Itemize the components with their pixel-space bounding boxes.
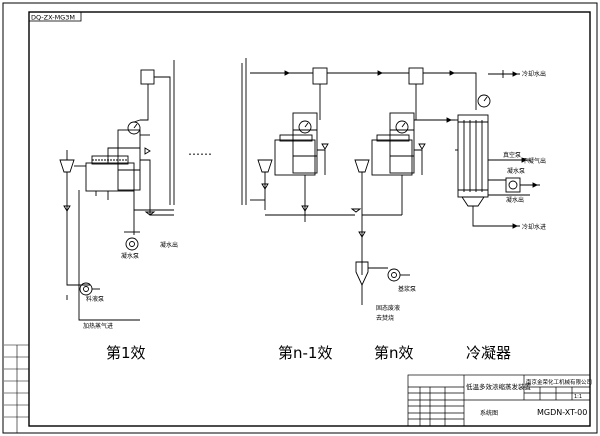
title-block-company: 南京金荣化工机械有限公司: [526, 378, 592, 386]
section-effect-n: 第n效: [374, 344, 414, 362]
inner-frame: [28, 11, 591, 427]
label-condensate-pump-right: 凝水泵: [507, 167, 525, 175]
section-effect-n-minus-1: 第n-1效: [278, 344, 332, 362]
label-condensate-pump-left: 凝水泵: [121, 252, 139, 260]
label-concentrate-out-2: 去焚烧: [376, 314, 394, 322]
label-noncondensable-out: 不凝气出: [522, 157, 546, 165]
label-feed-pump: 料液泵: [86, 295, 104, 303]
vapor-header: [241, 58, 477, 205]
section-effect-1: 第1效: [106, 344, 146, 362]
revision-strip: [4, 344, 29, 433]
title-block: [407, 374, 591, 427]
label-heating-steam-in: 加热蒸气进: [83, 322, 113, 330]
effect-n-unit: [350, 112, 455, 305]
title-block-title: 低温多效浓缩蒸发装置: [466, 382, 532, 391]
title-block-scale: 1:1: [574, 394, 582, 400]
effect-n-minus-1-unit: [250, 112, 355, 222]
ellipsis-between-effects: ……: [188, 144, 212, 158]
label-vacuum-pump: 真空泵: [503, 151, 521, 159]
label-concentrate-out-1: 固态废液: [376, 304, 400, 312]
label-concentrate-pump: 基浆泵: [398, 285, 416, 293]
title-block-drawing-number: MGDN-XT-00: [537, 408, 587, 417]
label-cooling-water-out: 冷却水出: [522, 70, 546, 78]
title-block-drawing-name: 系统图: [480, 409, 498, 417]
section-condenser: 冷凝器: [466, 344, 511, 362]
corner-code-box: [28, 11, 82, 22]
label-cooling-water-in: 冷却水进: [522, 223, 546, 231]
corner-code: DQ-ZX-MG3M: [31, 14, 75, 22]
effect-1-unit: [59, 60, 175, 321]
label-condensate-out: 凝水出: [506, 196, 524, 204]
condenser-unit: [446, 70, 540, 229]
label-condensate-out-left: 凝水出: [160, 241, 178, 249]
